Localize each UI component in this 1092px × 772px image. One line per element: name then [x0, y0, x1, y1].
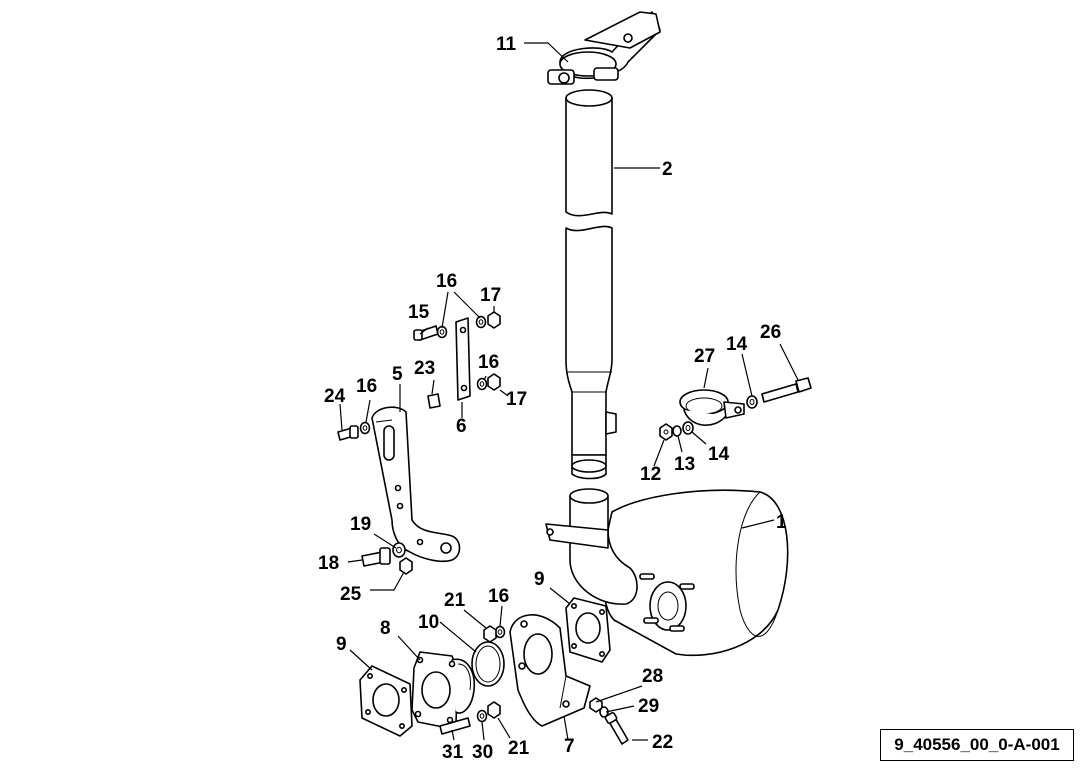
part-6-strap [455, 317, 471, 401]
callout-28: 28 [642, 666, 663, 687]
part-2-exhaust-pipe [565, 89, 617, 480]
callout-21: 21 [508, 738, 530, 759]
callout-9: 9 [534, 569, 545, 590]
callout-numbers: 11 2 16 17 15 16 23 5 17 24 16 6 27 14 2… [318, 34, 787, 763]
callout-17: 17 [506, 389, 527, 410]
callout-17: 17 [480, 285, 501, 306]
callout-5: 5 [392, 364, 403, 385]
leader-lines [339, 42, 799, 741]
callout-16: 16 [478, 352, 499, 373]
callout-22: 22 [652, 732, 673, 753]
callout-2: 2 [662, 159, 673, 180]
callout-7: 7 [564, 736, 575, 757]
part-26-bolt [761, 377, 812, 403]
callout-26: 26 [760, 322, 781, 343]
callout-27: 27 [694, 346, 715, 367]
callout-23: 23 [414, 358, 435, 379]
callout-1: 1 [776, 512, 787, 533]
callout-21: 21 [444, 590, 466, 611]
callout-8: 8 [380, 618, 391, 639]
callout-12: 12 [640, 464, 661, 485]
muffler-studs [639, 573, 695, 632]
callout-19: 19 [350, 514, 371, 535]
callout-11: 11 [496, 34, 517, 55]
callout-16: 16 [356, 376, 377, 397]
callout-31: 31 [442, 742, 464, 763]
part-27-clamp [679, 389, 745, 426]
part-9-gasket-right [565, 597, 611, 663]
part-8-flange-adapter [411, 651, 476, 729]
drawing-code-label: 9_40556_00_0-A-001 [880, 729, 1074, 761]
callout-15: 15 [408, 302, 430, 323]
part-10-seal-ring [471, 641, 505, 687]
callout-16: 16 [436, 271, 457, 292]
callout-29: 29 [638, 696, 659, 717]
part-7-flange-bracket [509, 614, 591, 727]
callout-13: 13 [674, 454, 695, 475]
callout-14: 14 [708, 444, 730, 465]
part-5-bracket [371, 406, 461, 563]
callout-14: 14 [726, 334, 748, 355]
callout-30: 30 [472, 742, 493, 763]
part-9-gasket-left [359, 665, 413, 737]
callout-18: 18 [318, 553, 339, 574]
part-1-muffler [545, 488, 789, 657]
callout-6: 6 [456, 416, 467, 437]
callout-9: 9 [336, 634, 347, 655]
callout-10: 10 [418, 612, 439, 633]
part-11-rain-cap [547, 11, 661, 85]
callout-25: 25 [340, 584, 362, 605]
callout-24: 24 [324, 386, 346, 407]
callout-16: 16 [488, 586, 509, 607]
